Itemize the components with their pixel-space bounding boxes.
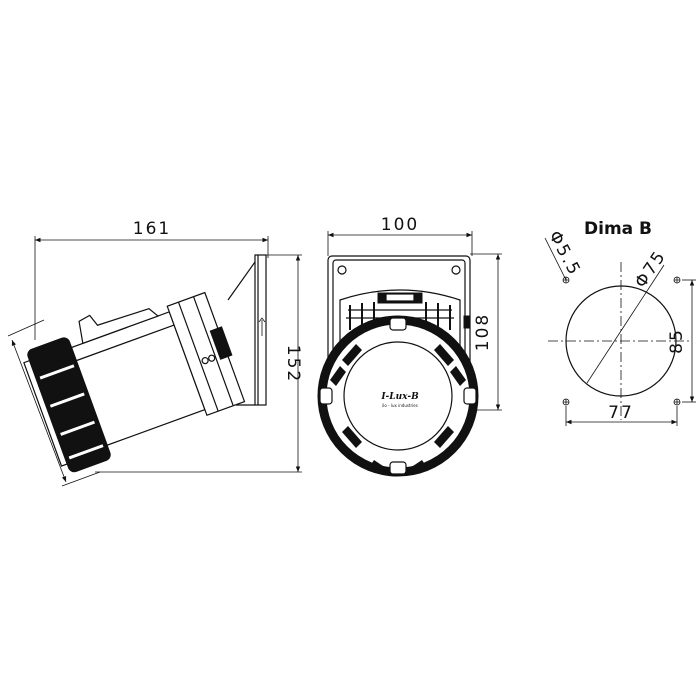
cutout-circle — [565, 285, 677, 397]
socket-body-side — [23, 291, 246, 473]
drill-template: Dima B Φ75 Φ5.5 85 77 — [544, 219, 696, 426]
side-height-label: 152 — [283, 345, 303, 383]
dim-152: 152 — [95, 254, 303, 473]
dim-161: 161 — [34, 219, 269, 340]
front-width-label: 100 — [381, 215, 419, 235]
side-width-label: 161 — [133, 219, 171, 239]
brand-logo: I-Lux-B — [380, 392, 419, 402]
front-view: 100 108 — [317, 215, 502, 477]
brand-subline: ilo - lux industries — [382, 403, 418, 408]
template-width-label: 77 — [608, 403, 634, 423]
dim-100: 100 — [327, 215, 473, 256]
circle-diameter-label: Φ75 — [631, 247, 671, 292]
template-title: Dima B — [584, 219, 652, 239]
mounting-plate-side — [254, 254, 267, 406]
side-view: 161 152 Φ109 — [7, 219, 303, 487]
hole-diameter-label: Φ5.5 — [544, 228, 584, 280]
front-height-label: 108 — [473, 313, 493, 351]
template-height-label: 85 — [667, 328, 687, 354]
dim-108: 108 — [470, 253, 502, 411]
